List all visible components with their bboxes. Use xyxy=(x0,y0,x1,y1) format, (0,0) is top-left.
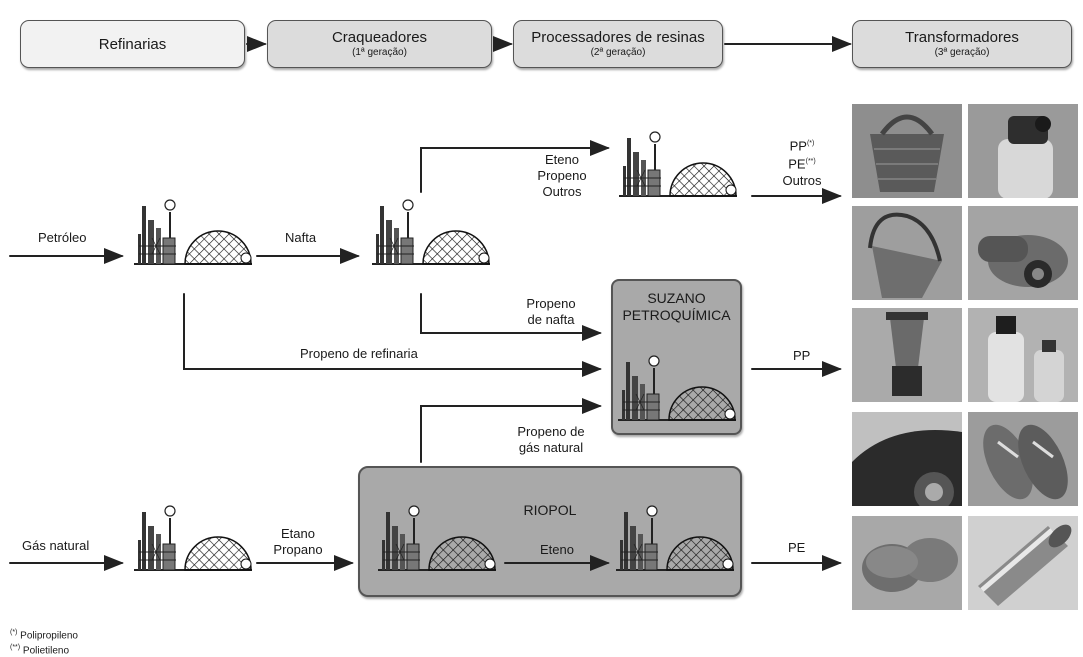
label-propeno: Propeno xyxy=(537,168,587,183)
stage-transformadores: Transformadores (3ª geração) xyxy=(852,20,1072,68)
photo-vacuum-cleaner xyxy=(968,206,1078,300)
legend-polietileno: (**) Polietileno xyxy=(10,642,69,657)
arrow-eteno-propeno xyxy=(420,140,610,193)
stage-craqueadores: Craqueadores (1ª geração) xyxy=(267,20,492,68)
legend-text: Polietileno xyxy=(22,645,70,657)
label-pe-sup: (**) xyxy=(805,158,816,166)
stage-subtitle: (3ª geração) xyxy=(934,47,990,58)
label-eteno-riopol: Eteno xyxy=(540,542,574,557)
label-propeno-gas-2: gás natural xyxy=(518,440,584,455)
arrow-propeno-refinaria xyxy=(183,293,602,377)
stage-processadores: Processadores de resinas (2ª geração) xyxy=(513,20,723,68)
photo-car xyxy=(852,412,962,506)
label-propeno-nafta-2: de nafta xyxy=(527,312,575,327)
suzano-line-2: PETROQUÍMICA xyxy=(622,307,731,323)
legend-mark: (*) xyxy=(10,629,18,636)
stage-title: Processadores de resinas xyxy=(531,29,705,46)
label-propeno-gas-1: Propeno de xyxy=(517,424,585,439)
label-pp: PP xyxy=(793,348,811,363)
label-pp-line: PP(*) xyxy=(772,136,832,154)
label-petroleo: Petróleo xyxy=(38,230,87,245)
photo-film-roll xyxy=(968,516,1078,610)
label-pp-pe-outros: PP(*) PE(**) Outros xyxy=(772,136,832,189)
label-pp-sup: (*) xyxy=(806,140,815,147)
photo-containers xyxy=(852,516,962,610)
riopol-box xyxy=(358,466,742,597)
arrow-propeno-nafta xyxy=(420,293,602,341)
label-propeno-nafta-1: Propeno xyxy=(526,296,576,311)
riopol-resin-icon xyxy=(612,500,737,574)
label-outros: Outros xyxy=(542,184,582,199)
legend-polipropileno: (*) Polipropileno xyxy=(10,627,78,642)
riopol-cracker-icon xyxy=(374,500,499,574)
photo-bottles xyxy=(968,308,1078,402)
label-nafta: Nafta xyxy=(285,230,317,245)
stage-title: Craqueadores xyxy=(331,29,428,46)
label-pe: PE xyxy=(788,540,806,555)
suzano-line-1: SUZANO xyxy=(647,290,706,306)
label-propano: Propano xyxy=(273,542,323,557)
label-propeno-nafta: Propeno de nafta xyxy=(516,296,586,328)
stage-title: Transformadores xyxy=(905,29,1019,46)
riopol-name: RIOPOL xyxy=(523,502,577,518)
legend-text: Polipropileno xyxy=(20,630,78,642)
arrow-propeno-gas xyxy=(420,398,602,463)
photo-basket xyxy=(852,104,962,198)
resin-plant-icon xyxy=(615,126,740,200)
photo-blender xyxy=(852,308,962,402)
stage-title: Refinarias xyxy=(98,35,167,53)
label-eteno-propeno-outros: Eteno Propeno Outros xyxy=(532,152,592,200)
cracker-plant-icon xyxy=(368,194,493,268)
refinery-plant-icon xyxy=(130,194,255,268)
label-propeno-refinaria: Propeno de refinaria xyxy=(300,346,418,361)
gas-plant-icon xyxy=(130,500,255,574)
photo-bucket xyxy=(852,206,962,300)
stage-subtitle: (1ª geração) xyxy=(352,47,407,58)
label-pe-text: PE xyxy=(788,156,806,172)
label-pe-line: PE(**) xyxy=(772,154,832,172)
label-etano: Etano xyxy=(281,526,315,541)
stage-refinarias: Refinarias xyxy=(20,20,245,68)
legend-mark: (**) xyxy=(10,644,21,651)
label-propeno-gas: Propeno de gás natural xyxy=(508,424,594,456)
label-eteno: Eteno xyxy=(545,152,579,167)
photo-bottle-cap xyxy=(968,104,1078,198)
photo-sandals xyxy=(968,412,1078,506)
label-pp-text: PP xyxy=(789,138,807,154)
label-etano-propano: Etano Propano xyxy=(268,526,328,558)
stage-subtitle: (2ª geração) xyxy=(590,47,646,58)
suzano-name: SUZANO PETROQUÍMICA xyxy=(611,290,742,324)
suzano-plant-icon xyxy=(614,350,739,424)
label-gas-natural: Gás natural xyxy=(22,538,90,553)
label-outros-out: Outros xyxy=(782,172,822,188)
